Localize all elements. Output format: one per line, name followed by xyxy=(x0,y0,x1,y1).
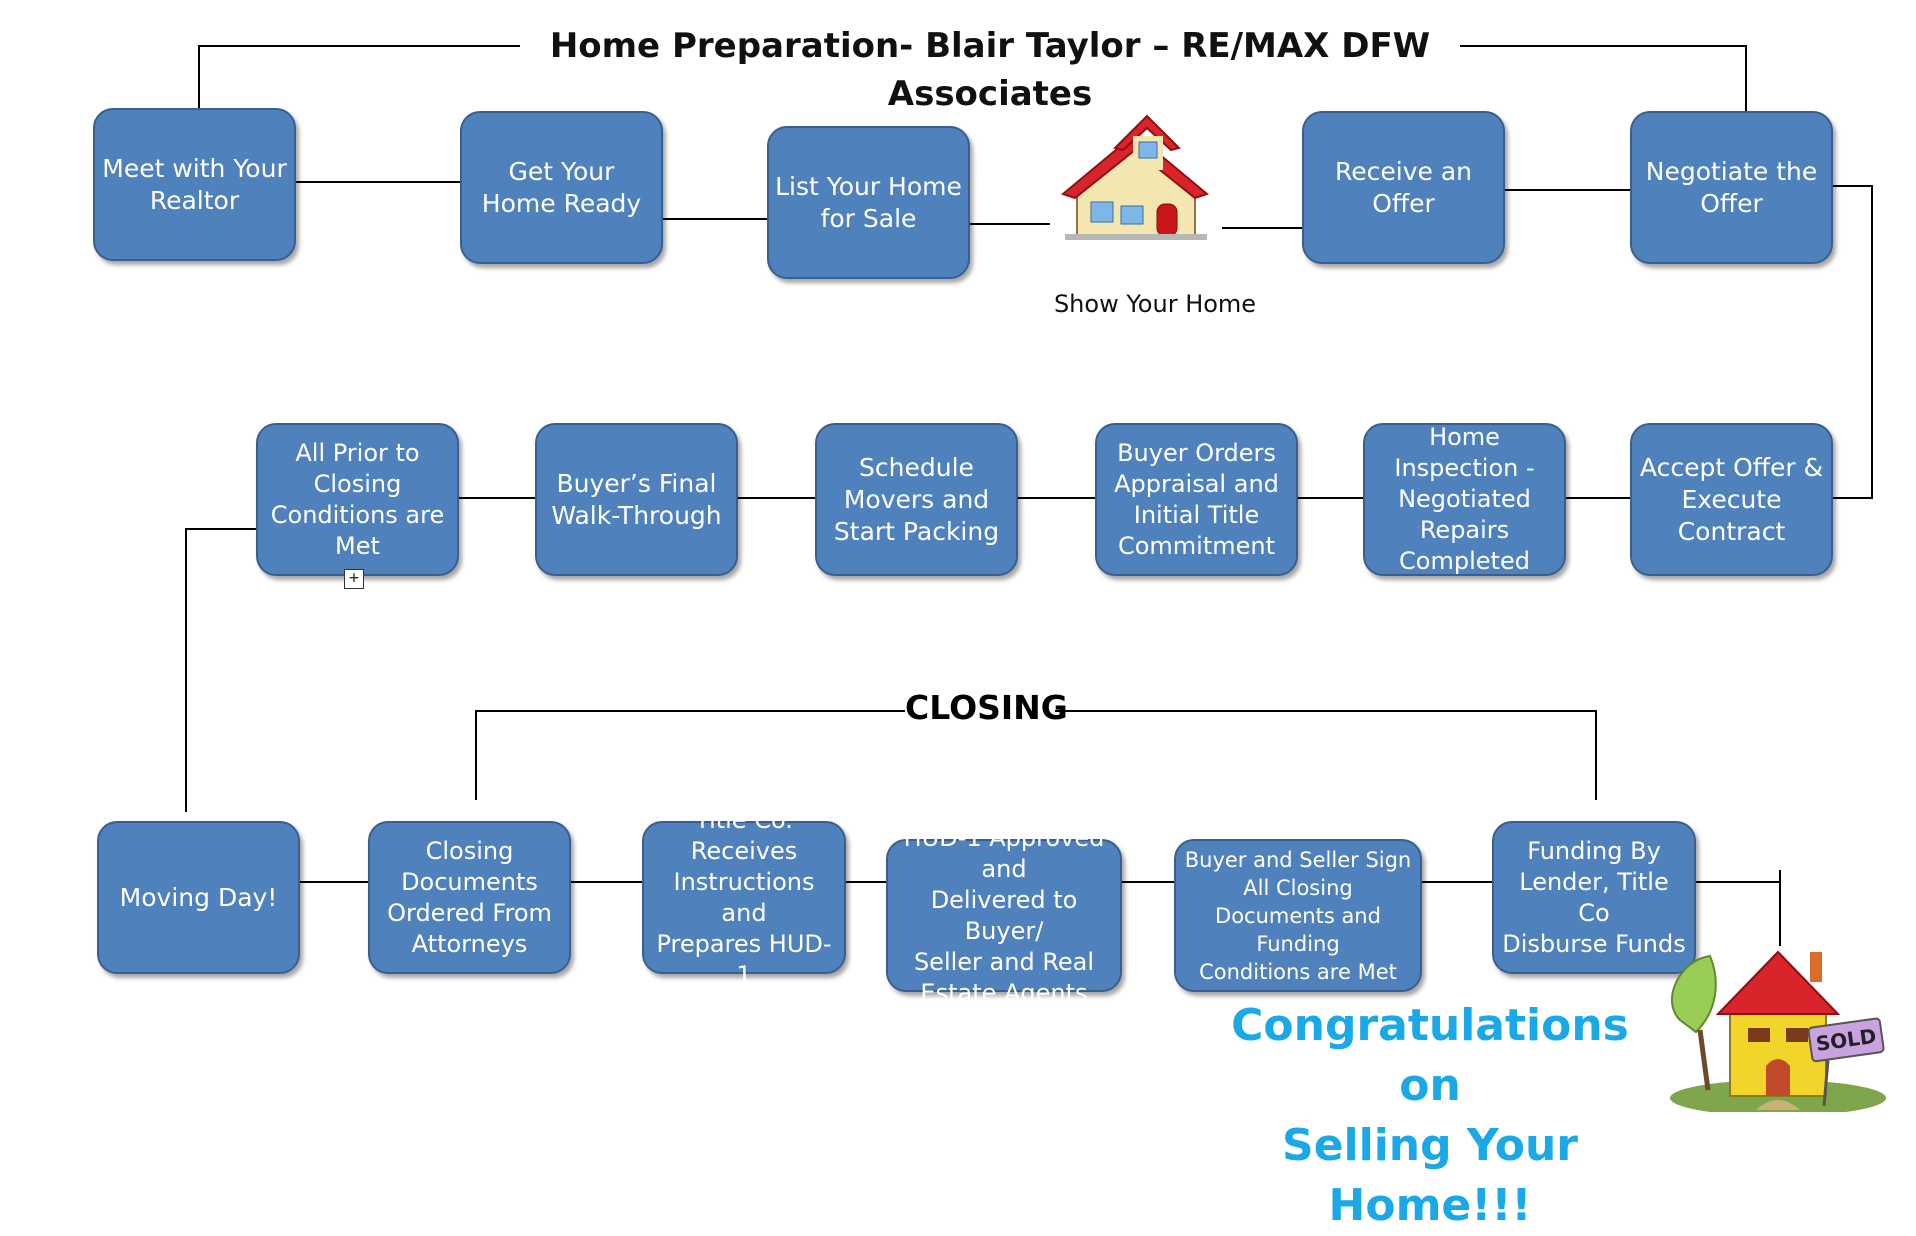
step-list-home[interactable]: List Your Home for Sale xyxy=(767,126,970,279)
step-buyer-appraisal[interactable]: Buyer Orders Appraisal and Initial Title… xyxy=(1095,423,1298,576)
step-get-home-ready[interactable]: Get Your Home Ready xyxy=(460,111,663,264)
closing-label: CLOSING xyxy=(905,686,1068,730)
step-sign-documents[interactable]: Buyer and Seller Sign All Closing Docume… xyxy=(1174,839,1422,992)
step-schedule-movers[interactable]: Schedule Movers and Start Packing xyxy=(815,423,1018,576)
step-hud-approved[interactable]: HUD-1 Approved and Delivered to Buyer/ S… xyxy=(886,824,1122,1007)
step-funding[interactable]: Funding By Lender, Title Co Disburse Fun… xyxy=(1492,821,1696,974)
step-closing-documents[interactable]: Closing Documents Ordered From Attorneys xyxy=(368,821,571,974)
left-side-line xyxy=(185,528,256,812)
step-accept-offer[interactable]: Accept Offer & Execute Contract xyxy=(1630,423,1833,576)
plus-square-icon[interactable]: + xyxy=(344,569,364,589)
step-meet-realtor[interactable]: Meet with Your Realtor xyxy=(93,108,296,261)
step-receive-offer[interactable]: Receive an Offer xyxy=(1302,111,1505,264)
step-negotiate-offer[interactable]: Negotiate the Offer xyxy=(1630,111,1833,264)
sold-house-icon: SOLD xyxy=(1670,950,1886,1112)
show-home-label: Show Your Home xyxy=(1053,290,1257,318)
step-home-inspection[interactable]: Home Inspection - Negotiated Repairs Com… xyxy=(1363,423,1566,576)
right-side-line xyxy=(1828,185,1873,499)
step-final-walkthrough[interactable]: Buyer’s Final Walk-Through xyxy=(535,423,738,576)
page-title: Home Preparation- Blair Taylor – RE/MAX … xyxy=(520,22,1460,114)
congratulations-text: Congratulations on Selling Your Home!!! xyxy=(1231,1000,1629,1231)
step-prior-conditions[interactable]: All Prior to Closing Conditions are Met xyxy=(256,423,459,576)
step-moving-day[interactable]: Moving Day! xyxy=(97,821,300,974)
end-line xyxy=(1696,881,1781,946)
step-title-co[interactable]: Title Co. Receives Instructions and Prep… xyxy=(642,806,846,989)
house-icon xyxy=(1060,114,1210,240)
